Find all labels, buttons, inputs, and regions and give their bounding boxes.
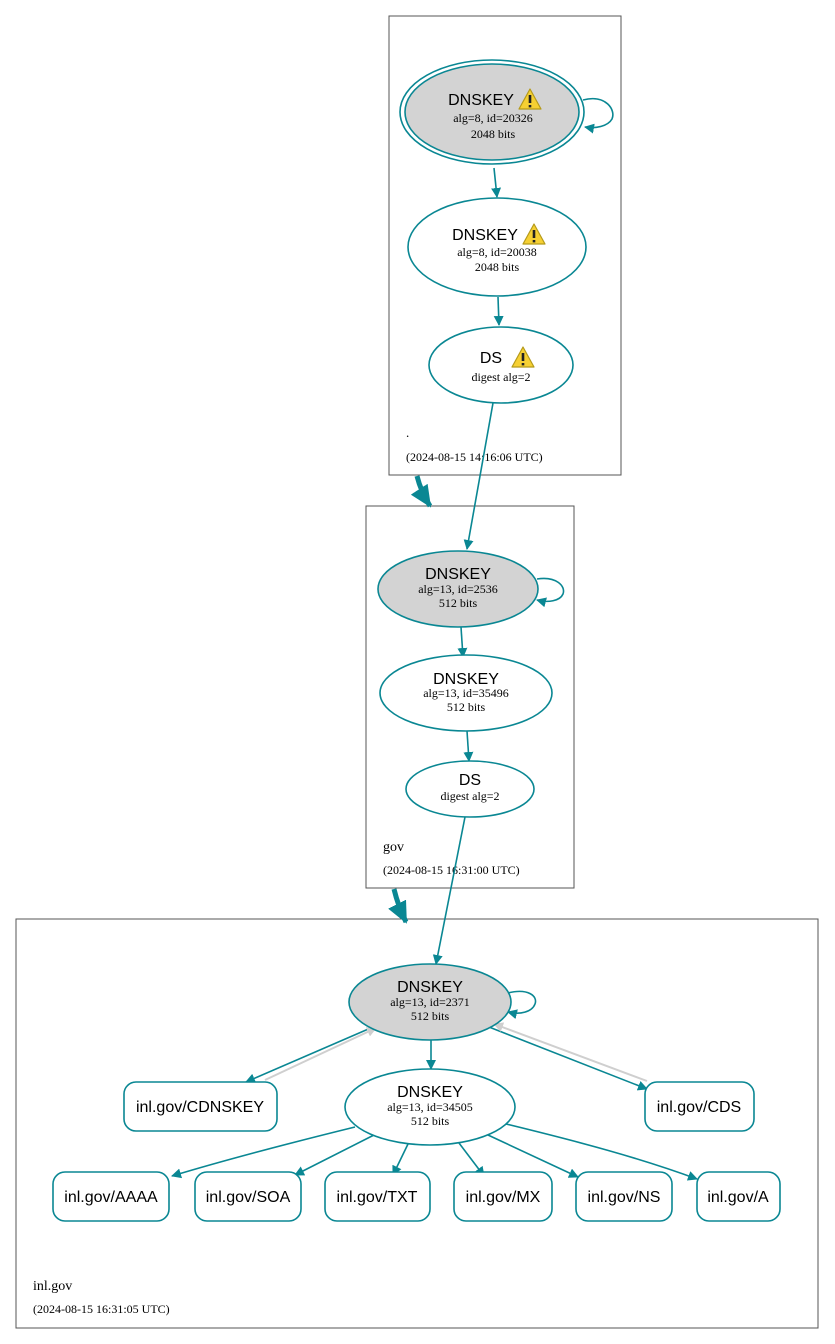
record-soa-label: inl.gov/SOA [206, 1189, 291, 1206]
gov-zsk-title: DNSKEY [433, 671, 499, 688]
root-ksk-line2: 2048 bits [471, 127, 516, 141]
edge-zsk-mx [458, 1142, 485, 1177]
root-ksk-title: DNSKEY [448, 92, 514, 109]
inl-ksk-node[interactable]: DNSKEY alg=13, id=2371 512 bits [348, 963, 512, 1041]
edge-inl-ksk-self [507, 990, 537, 1020]
inl-zsk-line1: alg=13, id=34505 [387, 1100, 473, 1114]
edge-root-ksk-zsk [491, 167, 502, 198]
edge-inl-ksk-cdnskey [245, 1026, 374, 1084]
edge-cdnskey-ksk [264, 1027, 377, 1081]
record-aaaa[interactable]: inl.gov/AAAA [52, 1171, 170, 1222]
edge-zsk-a [505, 1123, 698, 1181]
record-a-label: inl.gov/A [707, 1189, 769, 1206]
zone-inl-name: inl.gov [33, 1279, 72, 1294]
inl-ksk-title: DNSKEY [397, 979, 463, 996]
zone-root: . (2024-08-15 14:16:06 UTC) [388, 15, 622, 476]
gov-ksk-line1: alg=13, id=2536 [418, 582, 498, 596]
gov-ds-title: DS [459, 772, 481, 789]
root-ksk-line1: alg=8, id=20326 [453, 111, 533, 125]
inl-zsk-node[interactable]: DNSKEY alg=13, id=34505 512 bits [344, 1068, 516, 1146]
record-ns[interactable]: inl.gov/NS [575, 1171, 673, 1222]
gov-ksk-title: DNSKEY [425, 566, 491, 583]
zone-gov-name: gov [383, 840, 404, 855]
record-mx-label: inl.gov/MX [466, 1189, 541, 1206]
edge-inl-ksk-cds [488, 1026, 648, 1091]
edge-gov-zsk-ds [463, 730, 474, 762]
record-mx[interactable]: inl.gov/MX [453, 1171, 553, 1222]
gov-ksk-line2: 512 bits [439, 596, 478, 610]
gov-ds-node[interactable]: DS digest alg=2 [405, 760, 535, 818]
zone-inl: inl.gov (2024-08-15 16:31:05 UTC) [15, 918, 819, 1329]
edge-zsk-txt [392, 1143, 409, 1176]
gov-ds-line1: digest alg=2 [440, 789, 499, 803]
gov-zsk-line1: alg=13, id=35496 [423, 686, 509, 700]
gov-ksk-node[interactable]: DNSKEY alg=13, id=2536 512 bits [377, 550, 539, 628]
record-txt[interactable]: inl.gov/TXT [324, 1171, 431, 1222]
record-aaaa-label: inl.gov/AAAA [64, 1189, 158, 1206]
root-zsk-line1: alg=8, id=20038 [457, 245, 537, 259]
zone-inl-time: (2024-08-15 16:31:05 UTC) [33, 1302, 170, 1316]
root-ds-title: DS [480, 350, 502, 367]
inl-zsk-line2: 512 bits [411, 1114, 450, 1128]
edge-root-zsk-ds [493, 296, 504, 326]
root-zsk-title: DNSKEY [452, 227, 518, 244]
root-zsk-node[interactable]: DNSKEY alg=8, id=20038 2048 bits [407, 197, 587, 297]
record-cds-label: inl.gov/CDS [657, 1099, 741, 1116]
root-zsk-line2: 2048 bits [475, 260, 520, 274]
record-soa[interactable]: inl.gov/SOA [194, 1171, 302, 1222]
edge-root-ds-gov-ksk [463, 402, 494, 550]
record-ns-label: inl.gov/NS [588, 1189, 661, 1206]
edge-cds-ksk [493, 1022, 648, 1082]
delegation-edge-root-gov [410, 475, 433, 508]
inl-ksk-line1: alg=13, id=2371 [390, 995, 470, 1009]
root-ksk-node[interactable]: DNSKEY alg=8, id=20326 2048 bits [399, 59, 585, 165]
zone-gov-time: (2024-08-15 16:31:00 UTC) [383, 863, 520, 877]
record-txt-label: inl.gov/TXT [337, 1189, 418, 1206]
gov-zsk-line2: 512 bits [447, 700, 486, 714]
edge-zsk-soa [294, 1134, 375, 1176]
edge-gov-ksk-self [536, 577, 565, 608]
edge-gov-ksk-zsk [457, 626, 468, 658]
root-ds-line1: digest alg=2 [471, 370, 530, 384]
edges [171, 97, 698, 1181]
edge-zsk-aaaa [171, 1126, 356, 1179]
gov-zsk-node[interactable]: DNSKEY alg=13, id=35496 512 bits [379, 654, 553, 732]
zone-gov: gov (2024-08-15 16:31:00 UTC) [365, 505, 575, 889]
inl-zsk-title: DNSKEY [397, 1084, 463, 1101]
zone-root-name: . [406, 425, 409, 440]
record-cds[interactable]: inl.gov/CDS [644, 1081, 755, 1132]
gray-edges [264, 1022, 648, 1082]
zone-root-time: (2024-08-15 14:16:06 UTC) [406, 450, 543, 464]
edge-root-ksk-self [582, 97, 614, 134]
root-ds-node[interactable]: DS digest alg=2 [428, 326, 574, 404]
delegation-edge-gov-inl [388, 888, 409, 924]
inl-ksk-line2: 512 bits [411, 1009, 450, 1023]
record-cdnskey[interactable]: inl.gov/CDNSKEY [123, 1081, 278, 1132]
record-a[interactable]: inl.gov/A [696, 1171, 781, 1222]
edge-zsk-ns [487, 1134, 579, 1178]
edge-gov-ds-inl-ksk [432, 816, 466, 965]
record-cdnskey-label: inl.gov/CDNSKEY [136, 1099, 264, 1116]
